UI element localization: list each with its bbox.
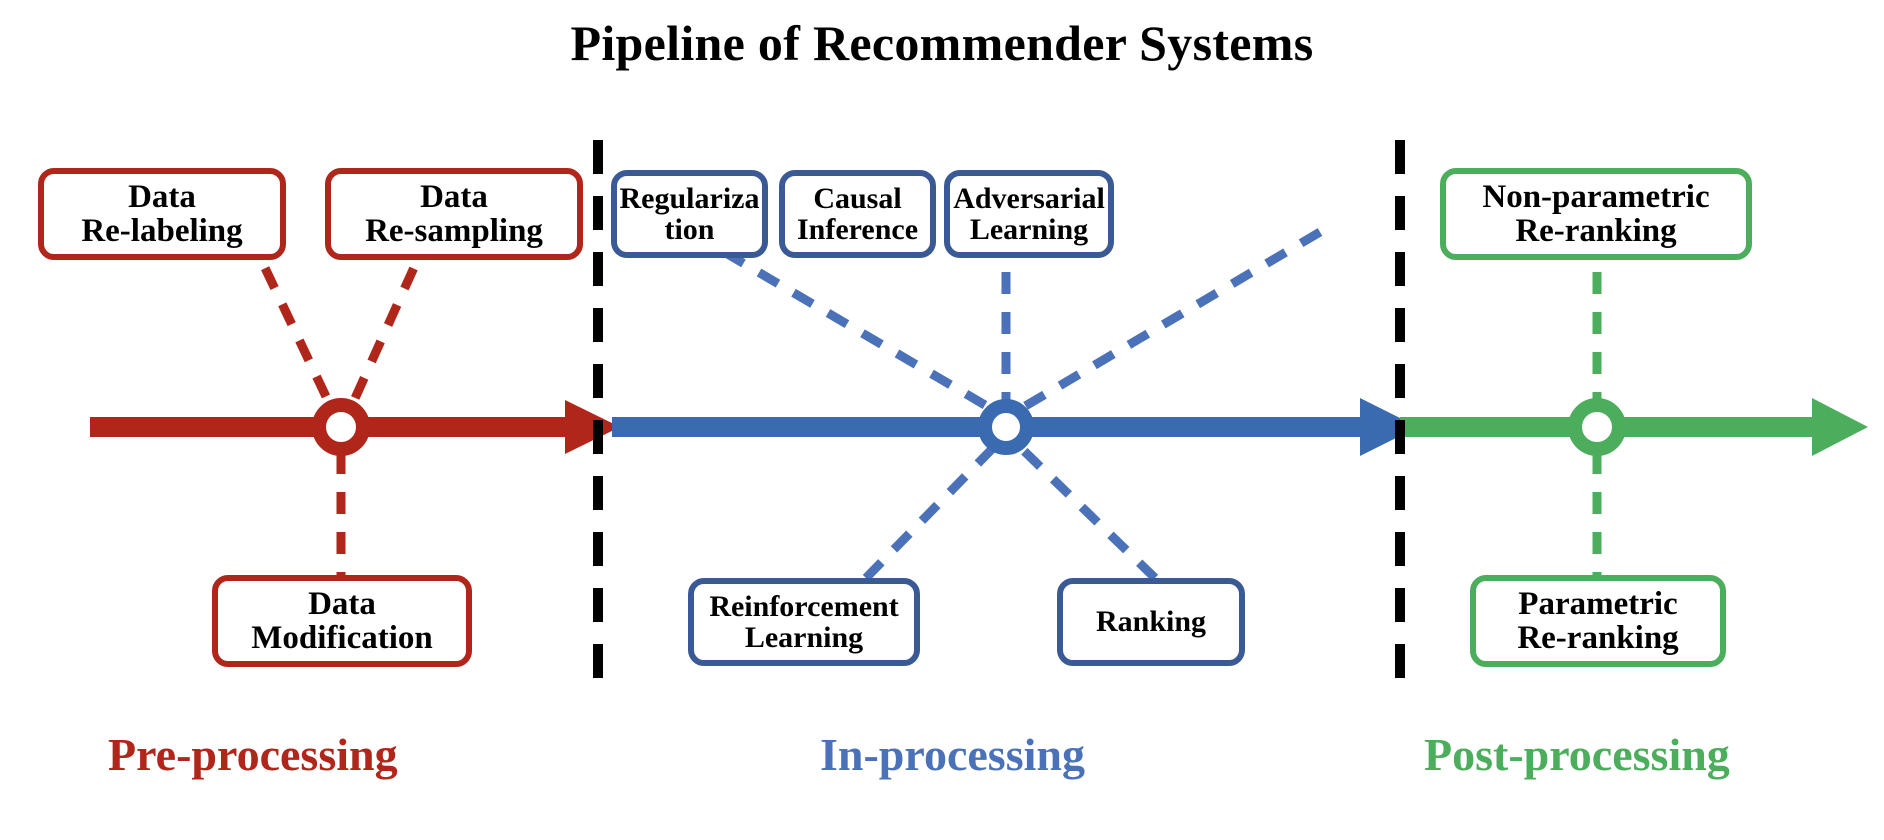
post-processing-node (1568, 398, 1626, 456)
in-processing-node (978, 399, 1034, 455)
box-line-2: Re-ranking (1517, 620, 1679, 656)
stage-label-in-processing: In-processing (820, 729, 1085, 780)
connector-reinforcement-learning (862, 445, 996, 582)
connector-adversarial-learning (1019, 228, 1323, 412)
box-line-1: Adversarial (953, 181, 1105, 215)
box-line-1: Non-parametric (1482, 178, 1710, 215)
box-line-1: Parametric (1518, 585, 1678, 622)
box-line-2: Re-sampling (365, 213, 543, 249)
post-processing-arrow (1400, 398, 1868, 456)
box-line-1: Regulariza (619, 181, 760, 215)
page-title: Pipeline of Recommender Systems (570, 15, 1314, 71)
connector-regularization (687, 228, 993, 412)
box-line-1: Reinforcement (709, 589, 899, 623)
box-line-1: Ranking (1095, 605, 1207, 639)
connector-data-resampling (347, 230, 435, 407)
box-line-1: Data (128, 178, 196, 215)
connector-data-relabeling (243, 230, 335, 407)
pre-processing-node (312, 398, 370, 456)
box-line-2: tion (664, 213, 715, 246)
box-line-2: Re-ranking (1515, 213, 1677, 249)
box-line-2: Modification (251, 620, 433, 656)
box-line-2: Learning (969, 213, 1089, 246)
stage-label-post-processing: Post-processing (1424, 729, 1730, 780)
box-line-2: Inference (796, 213, 919, 246)
box-line-2: Re-labeling (81, 213, 243, 249)
box-line-1: Causal (813, 181, 902, 215)
box-line-1: Data (420, 178, 488, 215)
box-line-1: Data (308, 585, 376, 622)
box-line-2: Learning (744, 621, 864, 654)
stage-label-pre-processing: Pre-processing (108, 729, 398, 780)
connector-ranking (1018, 445, 1159, 582)
box-ranking[interactable]: Ranking (1057, 578, 1245, 666)
